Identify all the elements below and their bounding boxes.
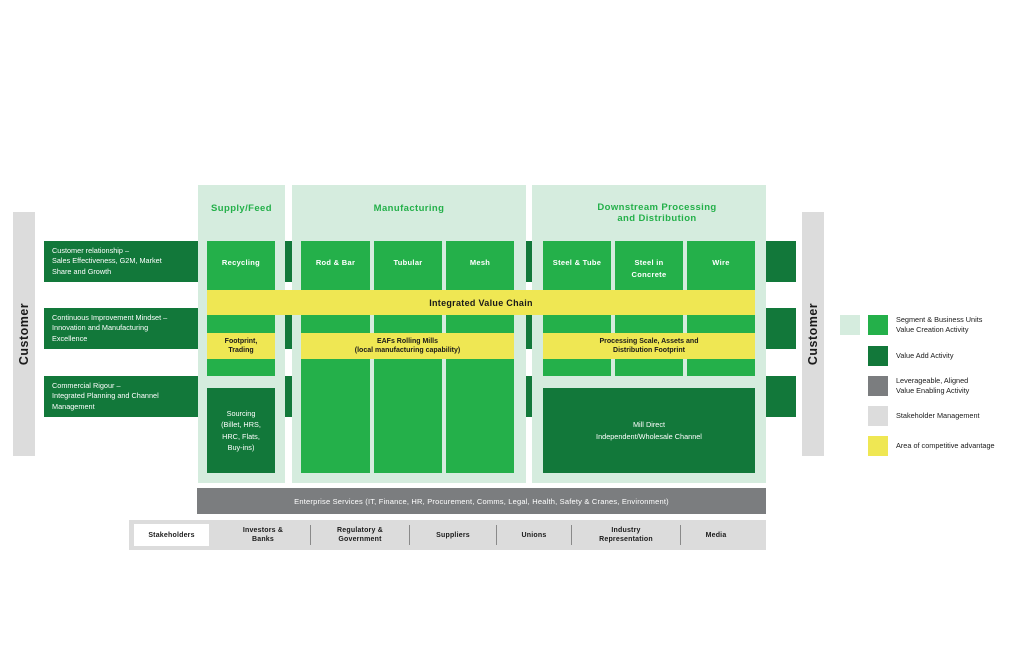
capability-row-1: Customer relationship – Sales Effectiven… (44, 241, 198, 282)
legend-swatch-gray (868, 376, 888, 396)
stakeholder-item: Regulatory & Government (337, 527, 383, 543)
stakeholder-item: Suppliers (436, 531, 470, 539)
unit-label-wire: Wire (712, 258, 730, 267)
row-strip (284, 308, 292, 349)
column-header-manufacturing: Manufacturing (373, 202, 445, 214)
stakeholder-divider (496, 525, 497, 545)
stakeholders-title-box: Stakeholders (134, 524, 209, 546)
stakeholder-item: Media (705, 531, 727, 539)
unit-label-tubular: Tubular (393, 258, 423, 267)
customer-bar-left: Customer (13, 212, 35, 456)
enterprise-services-label: Enterprise Services (IT, Finance, HR, Pr… (294, 496, 669, 506)
stakeholder-divider (571, 525, 572, 545)
sourcing-box: Sourcing (Billet, HRS, HRC, Flats, Buy-i… (207, 388, 275, 473)
capability-text: Customer relationship – Sales Effectiven… (52, 245, 162, 276)
legend-swatch-light-gray (868, 406, 888, 426)
unit-label-steel-tube: Steel & Tube (552, 258, 602, 267)
stakeholders-title: Stakeholders (148, 531, 195, 539)
stakeholders-bar (129, 520, 766, 550)
capability-text: Continuous Improvement Mindset – Innovat… (52, 312, 168, 343)
customer-label-left: Customer (17, 302, 31, 366)
stakeholder-item: Investors & Banks (242, 527, 284, 543)
row-strip-right (766, 241, 796, 282)
legend: Segment & Business Units Value Creation … (840, 312, 1020, 462)
row-strip-right (766, 376, 796, 417)
capability-text: Commercial Rigour – Integrated Planning … (52, 380, 159, 411)
mill-direct-box: Mill Direct Independent/Wholesale Channe… (543, 388, 755, 473)
unit-label-mesh: Mesh (469, 258, 491, 267)
capability-row-3: Commercial Rigour – Integrated Planning … (44, 376, 198, 417)
sourcing-label: Sourcing (Billet, HRS, HRC, Flats, Buy-i… (221, 408, 261, 453)
legend-swatch-dark-green (868, 346, 888, 366)
row-strip-right (766, 308, 796, 349)
enterprise-services-bar: Enterprise Services (IT, Finance, HR, Pr… (197, 488, 766, 514)
row-strip (525, 376, 533, 417)
row-strip (284, 376, 292, 417)
column-header-supply: Supply/Feed (211, 202, 272, 214)
legend-swatch-mid-green (868, 315, 888, 335)
advantage-processing: Processing Scale, Assets and Distributio… (543, 333, 755, 359)
stakeholder-divider (409, 525, 410, 545)
legend-label: Segment & Business Units Value Creation … (896, 315, 983, 334)
legend-label: Value Add Activity (896, 351, 954, 360)
row-strip (525, 241, 533, 282)
unit-label-recycling: Recycling (221, 258, 261, 267)
mill-direct-label: Mill Direct Independent/Wholesale Channe… (596, 420, 702, 441)
legend-label: Stakeholder Management (896, 411, 980, 420)
advantage-eafs-label: EAFs Rolling Mills (local manufacturing … (354, 338, 461, 354)
advantage-footprint: Footprint, Trading (207, 333, 275, 359)
customer-bar-right: Customer (802, 212, 824, 456)
column-header-downstream: Downstream Processing and Distribution (597, 202, 717, 224)
legend-label: Leverageable, Aligned Value Enabling Act… (896, 376, 970, 395)
capability-row-2: Continuous Improvement Mindset – Innovat… (44, 308, 198, 349)
legend-swatch-yellow (868, 436, 888, 456)
integrated-value-chain: Integrated Value Chain (207, 290, 755, 315)
integrated-value-chain-label: Integrated Value Chain (429, 297, 533, 308)
customer-label-right: Customer (806, 302, 820, 366)
unit-label-steel-in-concrete: Steel in Concrete (631, 258, 667, 279)
stakeholder-item: Unions (521, 531, 547, 539)
row-strip (525, 308, 533, 349)
unit-label-rod-bar: Rod & Bar (315, 258, 356, 267)
stakeholder-divider (310, 525, 311, 545)
row-strip (284, 241, 292, 282)
advantage-eafs: EAFs Rolling Mills (local manufacturing … (301, 333, 514, 359)
advantage-processing-label: Processing Scale, Assets and Distributio… (599, 338, 699, 354)
legend-swatch-light-green (840, 315, 860, 335)
advantage-footprint-label: Footprint, Trading (224, 338, 258, 354)
stakeholder-item: Industry Representation (599, 527, 653, 543)
stakeholder-divider (680, 525, 681, 545)
legend-label: Area of competitive advantage (896, 441, 995, 450)
